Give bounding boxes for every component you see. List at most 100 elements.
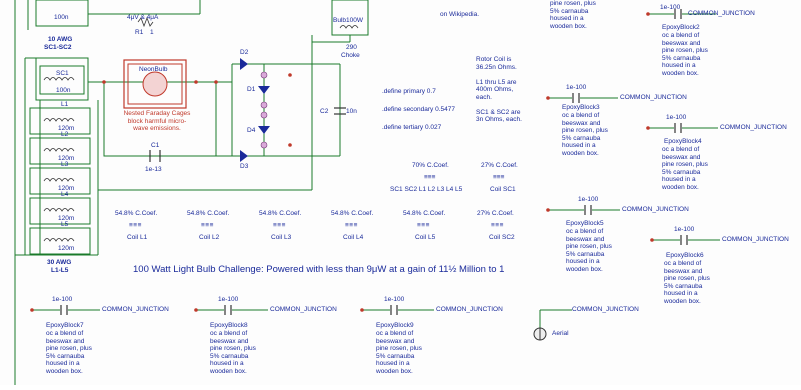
epoxy-block-name: EpoxyBlock8: [210, 322, 248, 329]
coil-name: L2: [61, 131, 69, 138]
epoxy-block-desc: oc a blend of beeswax and pine rosen, pl…: [664, 260, 710, 305]
common-junction-label: COMMON_JUNCTION: [270, 306, 337, 313]
top-left-value: 100n: [54, 14, 69, 21]
wikipedia-note: on Wikipedia.: [440, 11, 480, 18]
epoxy-block-name: EpoxyBlock5: [566, 220, 604, 227]
epoxy-cap-value: 1e-100: [666, 114, 687, 121]
coil-name: L5: [61, 221, 69, 228]
coef-coil: Coil L5: [415, 234, 436, 241]
coef-symbol: ≡≡≡: [493, 174, 505, 181]
awg30-label: 30 AWG: [47, 259, 72, 266]
define-secondary: .define secondary 0.5477: [382, 106, 455, 113]
coef-coil: Coil L1: [127, 234, 148, 241]
common-junction-label: COMMON_JUNCTION: [620, 94, 687, 101]
bulb-label: Bulb100W: [333, 17, 363, 24]
coil-name: L4: [61, 191, 69, 198]
coef-symbol: ≡≡≡: [129, 222, 142, 229]
faraday-cage-note: Nested Faraday Cages block harmful micro…: [123, 110, 191, 132]
choke-name: Choke: [341, 52, 360, 59]
coef-symbol: ≡≡≡: [424, 174, 436, 181]
epoxy-block-name: EpoxyBlock4: [664, 138, 702, 145]
aerial-label: Aerial: [552, 330, 569, 337]
coef-value: 70% C.Coef.: [412, 162, 449, 169]
epoxy-block-desc: oc a blend of beeswax and pine rosen, pl…: [566, 228, 612, 273]
c1-value: 1e-13: [145, 166, 162, 173]
c2-value: 10n: [346, 108, 357, 115]
common-junction-label: COMMON_JUNCTION: [720, 124, 787, 131]
coil-value: 120m: [58, 245, 75, 252]
sc1-label: SC1: [56, 70, 69, 77]
epoxy-block-name: EpoxyBlock2: [662, 24, 700, 31]
choke-value: 290: [346, 44, 357, 51]
epoxy-top-desc: pine rosen, plus 5% carnauba housed in a…: [550, 0, 596, 30]
d4-label: D4: [247, 127, 256, 134]
epoxy-block-name: EpoxyBlock3: [562, 104, 600, 111]
epoxy-block-desc: oc a blend of beeswax and pine rosen, pl…: [562, 112, 608, 157]
epoxy-block-desc: oc a blend of beeswax and pine rosen, pl…: [662, 146, 708, 191]
coil-value: 120m: [58, 155, 75, 162]
common-junction-label: COMMON_JUNCTION: [622, 206, 689, 213]
epoxy-cap-value: 1e-100: [384, 296, 405, 303]
coil-name: L1: [61, 101, 69, 108]
sc1-value: 100n: [56, 87, 71, 94]
coef-symbol: ≡≡≡: [491, 222, 504, 229]
common-junction-label: COMMON_JUNCTION: [102, 306, 169, 313]
coef-value: 54.8% C.Coef.: [187, 210, 230, 217]
coil-name: L3: [61, 161, 69, 168]
define-tertiary: .define tertiary 0.027: [382, 124, 442, 131]
coef-value: 54.8% C.Coef.: [115, 210, 158, 217]
coef-symbol: ≡≡≡: [417, 222, 430, 229]
d2-label: D2: [240, 49, 249, 56]
epoxy-block-name: EpoxyBlock7: [46, 322, 84, 329]
coef-symbol: ≡≡≡: [201, 222, 214, 229]
coef-coil: Coil SC1: [490, 186, 516, 193]
r1-value: 4μV & 4μA: [127, 14, 159, 21]
d1-label: D1: [247, 86, 256, 93]
coil-resistance-note: Rotor Coil is 36.25n Ohms. L1 thru L5 ar…: [476, 56, 522, 123]
common-junction-label: COMMON_JUNCTION: [688, 10, 755, 17]
coef-value: 54.8% C.Coef.: [259, 210, 302, 217]
coef-symbol: ≡≡≡: [345, 222, 358, 229]
coil-value: 120m: [58, 215, 75, 222]
epoxy-block-desc: oc a blend of beeswax and pine rosen, pl…: [210, 330, 256, 375]
l-range-label: L1-L5: [51, 267, 69, 274]
coef-value: 27% C.Coef.: [481, 162, 518, 169]
awg10-label: 10 AWG: [48, 36, 73, 43]
coef-coil: SC1 SC2 L1 L2 L3 L4 L5: [390, 186, 463, 193]
common-junction-label: COMMON_JUNCTION: [722, 236, 789, 243]
coil-value: 120m: [58, 185, 75, 192]
neon-bulb-label: NeonBulb: [139, 66, 168, 73]
coef-coil: Coil L3: [271, 234, 292, 241]
sc-label: SC1-SC2: [44, 44, 72, 51]
epoxy-cap-value: 1e-100: [52, 296, 73, 303]
epoxy-block-name: EpoxyBlock9: [376, 322, 414, 329]
coef-value: 54.8% C.Coef.: [331, 210, 374, 217]
epoxy-block-desc: oc a blend of beeswax and pine rosen, pl…: [662, 32, 708, 77]
epoxy-cap-value: 1e-100: [660, 4, 681, 11]
define-primary: .define primary 0.7: [382, 88, 436, 95]
epoxy-block-desc: oc a blend of beeswax and pine rosen, pl…: [46, 330, 92, 375]
epoxy-cap-value: 1e-100: [674, 226, 695, 233]
epoxy-block-desc: oc a blend of beeswax and pine rosen, pl…: [376, 330, 422, 375]
coef-value: 27% C.Coef.: [477, 210, 514, 217]
coef-value: 54.8% C.Coef.: [403, 210, 446, 217]
coef-symbol: ≡≡≡: [273, 222, 286, 229]
epoxy-cap-value: 1e-100: [566, 84, 587, 91]
r1-name: R1: [135, 29, 144, 36]
coef-coil: Coil L2: [199, 234, 220, 241]
coef-coil: Coil L4: [343, 234, 364, 241]
diagram-title: 100 Watt Light Bulb Challenge: Powered w…: [133, 264, 505, 275]
c1-label: C1: [151, 142, 160, 149]
coef-coil: Coil SC2: [489, 234, 515, 241]
d3-label: D3: [240, 163, 249, 170]
epoxy-cap-value: 1e-100: [578, 196, 599, 203]
c2-label: C2: [320, 108, 329, 115]
coil-value: 120m: [58, 125, 75, 132]
epoxy-cap-value: 1e-100: [218, 296, 239, 303]
epoxy-block-name: EpoxyBlock6: [666, 252, 704, 259]
r1-index: 1: [150, 29, 154, 36]
aerial-junction-label: COMMON_JUNCTION: [572, 306, 639, 313]
common-junction-label: COMMON_JUNCTION: [436, 306, 503, 313]
